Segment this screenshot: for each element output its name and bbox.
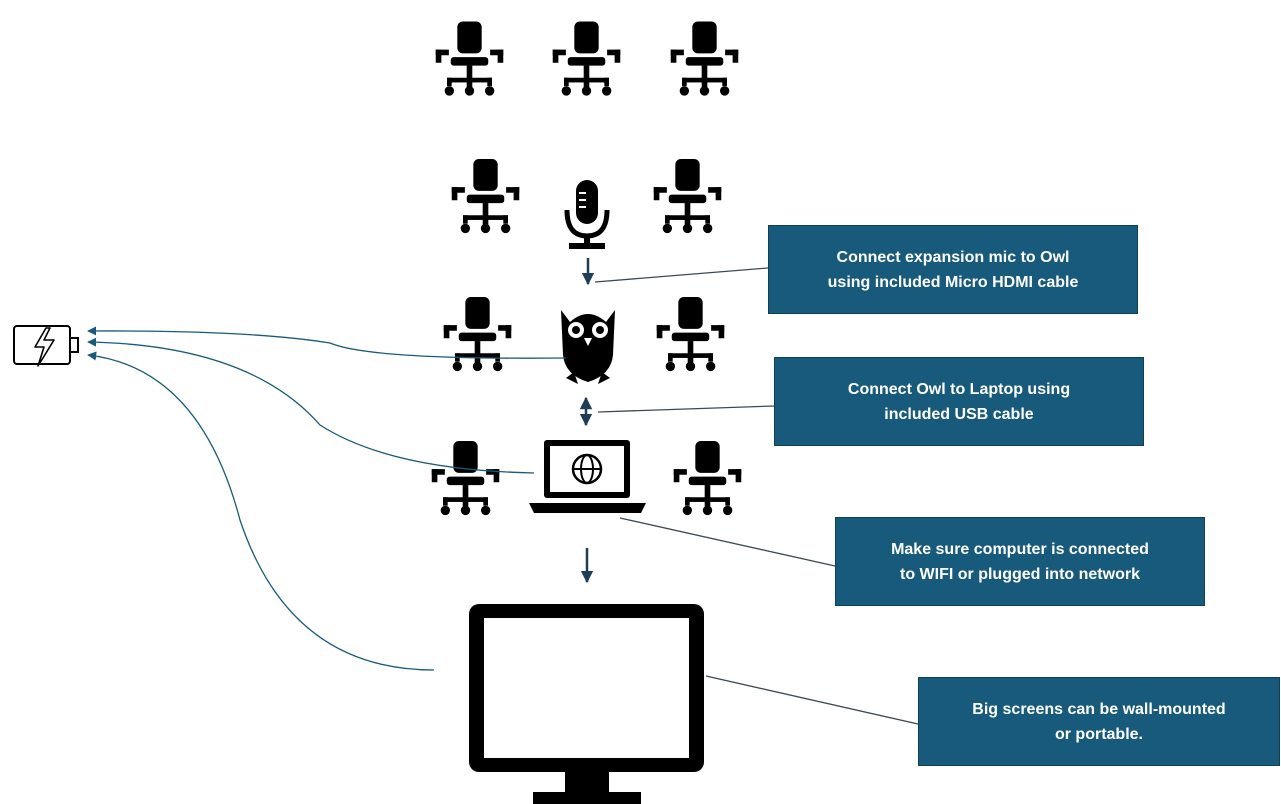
chair-icon [451, 159, 520, 234]
chair-icon [653, 159, 722, 234]
callout-screen-line2: or portable. [1054, 725, 1143, 743]
chair-icon [673, 441, 742, 516]
chair-icon [443, 297, 512, 372]
callout-network-line2: to WIFI or plugged into network [900, 565, 1140, 583]
callout-network-line1: Make sure computer is connected [891, 540, 1149, 558]
callout-leader-lines [594, 267, 919, 725]
owl-camera-icon [561, 310, 615, 384]
chair-icon [435, 21, 504, 96]
callout-usb-connection: Connect Owl to Laptop using included USB… [774, 357, 1144, 446]
chair-icon [431, 441, 500, 516]
callout-big-screen: Big screens can be wall-mounted or porta… [918, 677, 1280, 766]
power-cables [87, 326, 567, 671]
callout-screen-line1: Big screens can be wall-mounted [972, 700, 1226, 718]
callout-usb-line2: included USB cable [884, 405, 1034, 423]
monitor-icon [469, 604, 704, 804]
callout-mic-line2: using included Micro HDMI cable [827, 273, 1079, 291]
chair-icon [552, 21, 621, 96]
callout-mic-connection: Connect expansion mic to Owl using inclu… [768, 225, 1138, 314]
power-outlet-icon [13, 325, 79, 367]
laptop-globe-icon [529, 440, 646, 513]
chair-icon [656, 297, 725, 372]
chair-icon [670, 21, 739, 96]
microphone-icon [564, 180, 610, 249]
callout-usb-line1: Connect Owl to Laptop using [847, 380, 1071, 398]
callout-mic-line1: Connect expansion mic to Owl [836, 248, 1070, 266]
callout-network-connection: Make sure computer is connected to WIFI … [835, 517, 1205, 606]
